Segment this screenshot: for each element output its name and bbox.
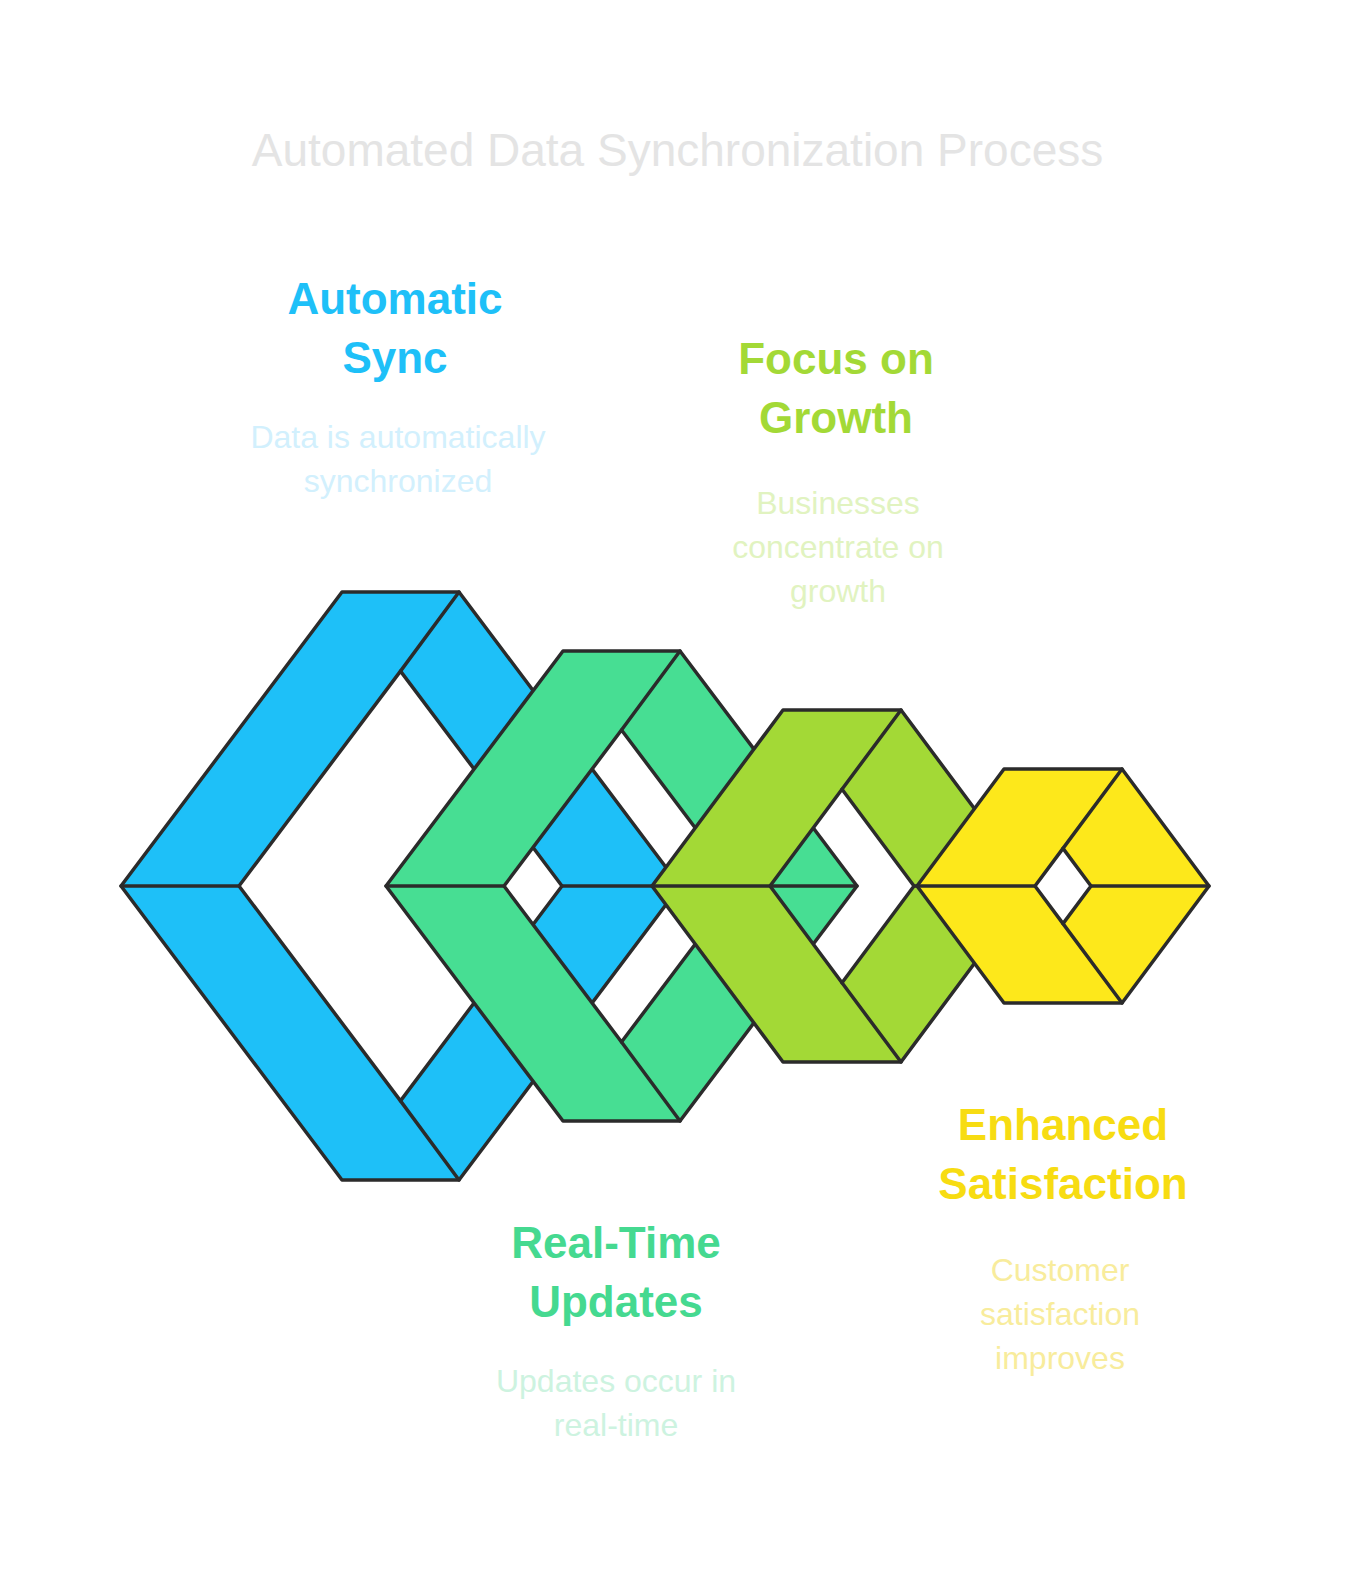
facet-edge: [622, 651, 681, 730]
diagram-title: Automated Data Synchronization Process: [0, 122, 1355, 178]
node-heading: Enhanced Satisfaction: [913, 1095, 1213, 1213]
facet-edge: [386, 884, 504, 888]
facet-edge: [121, 884, 239, 888]
facet-edge: [842, 710, 901, 789]
facet-edge: [917, 884, 1035, 888]
facet-edge: [652, 884, 770, 888]
facet-edge: [401, 592, 460, 671]
hexagon-ring-node: Enhanced SatisfactionCustomer satisfacti…: [913, 765, 1213, 1007]
facet-edge: [1063, 924, 1122, 1003]
facet-edge: [1091, 884, 1209, 888]
facet-edge: [401, 1101, 460, 1180]
node-description: Businesses concentrate on growth: [708, 481, 968, 613]
node-description: Customer satisfaction improves: [950, 1248, 1170, 1380]
node-heading: Automatic Sync: [245, 269, 545, 387]
hexagon-ring-shape: [913, 765, 1213, 1007]
facet-edge: [1063, 769, 1122, 848]
facet-edge: [622, 1042, 681, 1121]
ring-body: [917, 769, 1209, 1003]
facet-edge: [842, 983, 901, 1062]
node-description: Data is automatically synchronized: [218, 415, 578, 503]
node-description: Updates occur in real-time: [466, 1359, 766, 1447]
node-heading: Real-Time Updates: [466, 1213, 766, 1331]
node-heading: Focus on Growth: [686, 329, 986, 447]
